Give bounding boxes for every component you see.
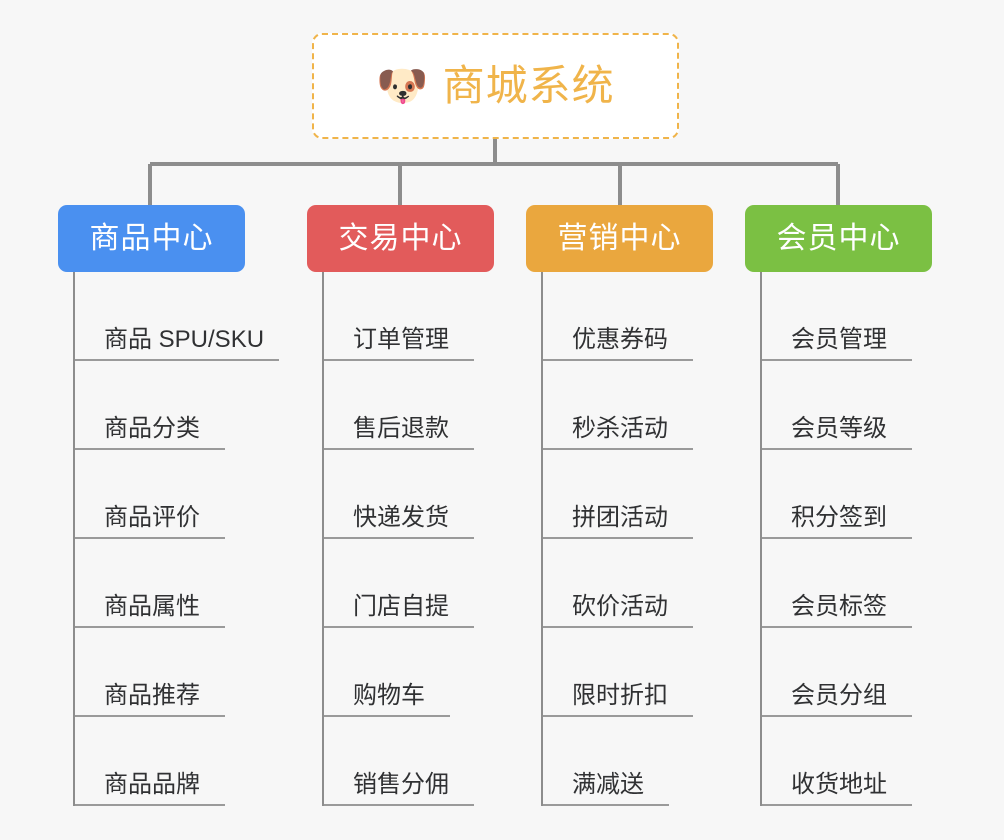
leaf-item[interactable]: 商品属性: [75, 539, 264, 628]
leaf-label: 收货地址: [791, 770, 887, 798]
leaf-item[interactable]: 会员分组: [762, 628, 932, 717]
leaf-item[interactable]: 会员等级: [762, 361, 932, 450]
leaf-underline: [762, 359, 912, 361]
leaf-item[interactable]: 销售分佣: [324, 717, 494, 806]
leaf-item[interactable]: 秒杀活动: [543, 361, 713, 450]
leaf-item[interactable]: 商品品牌: [75, 717, 264, 806]
leaf-underline: [324, 359, 474, 361]
branch-header-label: 营销中心: [557, 221, 682, 255]
leaf-underline: [543, 359, 693, 361]
leaf-item[interactable]: 商品推荐: [75, 628, 264, 717]
branch-header-member-center[interactable]: 会员中心: [745, 205, 932, 272]
branch-trade-center: 交易中心 订单管理 售后退款 快递发货 门店自提 购物车: [307, 205, 494, 806]
leaf-list-marketing-center: 优惠券码 秒杀活动 拼团活动 砍价活动 限时折扣 满减送: [541, 272, 713, 806]
branch-header-label: 交易中心: [338, 221, 463, 255]
branch-member-center: 会员中心 会员管理 会员等级 积分签到 会员标签 会员分组: [745, 205, 932, 806]
leaf-label: 限时折扣: [572, 681, 668, 709]
leaf-label: 砍价活动: [572, 592, 668, 620]
leaf-label: 订单管理: [353, 325, 449, 353]
leaf-item[interactable]: 会员管理: [762, 272, 932, 361]
leaf-label: 会员管理: [791, 325, 887, 353]
leaf-item[interactable]: 商品分类: [75, 361, 264, 450]
leaf-label: 会员标签: [791, 592, 887, 620]
leaf-label: 商品分类: [104, 414, 200, 442]
leaf-label: 秒杀活动: [572, 414, 668, 442]
shiba-dog-face-icon: 🐶: [376, 62, 429, 109]
leaf-item[interactable]: 拼团活动: [543, 450, 713, 539]
leaf-label: 商品推荐: [104, 681, 200, 709]
leaf-item[interactable]: 快递发货: [324, 450, 494, 539]
leaf-underline: [762, 715, 912, 717]
leaf-item[interactable]: 购物车: [324, 628, 494, 717]
leaf-item[interactable]: 优惠券码: [543, 272, 713, 361]
leaf-label: 商品属性: [104, 592, 200, 620]
branch-header-marketing-center[interactable]: 营销中心: [526, 205, 713, 272]
root-node-shop-system[interactable]: 🐶 商城系统: [312, 33, 679, 139]
leaf-item[interactable]: 售后退款: [324, 361, 494, 450]
leaf-label: 拼团活动: [572, 503, 668, 531]
leaf-item[interactable]: 门店自提: [324, 539, 494, 628]
leaf-item[interactable]: 积分签到: [762, 450, 932, 539]
leaf-underline: [324, 715, 450, 717]
leaf-item[interactable]: 满减送: [543, 717, 713, 806]
branch-header-trade-center[interactable]: 交易中心: [307, 205, 494, 272]
leaf-label: 销售分佣: [353, 770, 449, 798]
leaf-underline: [324, 448, 474, 450]
leaf-label: 积分签到: [791, 503, 887, 531]
leaf-label: 会员分组: [791, 681, 887, 709]
root-node-label: 商城系统: [442, 62, 615, 109]
leaf-label: 商品评价: [104, 503, 200, 531]
leaf-underline: [543, 715, 693, 717]
leaf-underline: [543, 626, 693, 628]
leaf-underline: [75, 537, 225, 539]
leaf-underline: [543, 448, 693, 450]
leaf-underline: [762, 448, 912, 450]
branch-marketing-center: 营销中心 优惠券码 秒杀活动 拼团活动 砍价活动 限时折扣: [526, 205, 713, 806]
leaf-list-member-center: 会员管理 会员等级 积分签到 会员标签 会员分组 收货地址: [760, 272, 932, 806]
leaf-underline: [324, 626, 474, 628]
leaf-underline: [543, 537, 693, 539]
leaf-underline: [762, 626, 912, 628]
leaf-item[interactable]: 商品 SPU/SKU: [75, 272, 279, 361]
branch-product-center: 商品中心 商品 SPU/SKU 商品分类 商品评价 商品属性 商品推荐: [58, 205, 279, 806]
leaf-underline: [75, 626, 225, 628]
leaf-item[interactable]: 收货地址: [762, 717, 932, 806]
leaf-list-product-center: 商品 SPU/SKU 商品分类 商品评价 商品属性 商品推荐 商品品牌: [73, 272, 279, 806]
branch-header-product-center[interactable]: 商品中心: [58, 205, 245, 272]
leaf-underline: [762, 537, 912, 539]
leaf-label: 购物车: [353, 681, 425, 709]
leaf-label: 满减送: [572, 770, 644, 798]
leaf-underline: [324, 804, 474, 806]
leaf-underline: [75, 804, 225, 806]
leaf-label: 售后退款: [353, 414, 449, 442]
leaf-item[interactable]: 限时折扣: [543, 628, 713, 717]
leaf-underline: [543, 804, 669, 806]
leaf-label: 商品 SPU/SKU: [104, 325, 265, 353]
leaf-item[interactable]: 订单管理: [324, 272, 494, 361]
leaf-underline: [75, 359, 279, 361]
leaf-underline: [324, 537, 474, 539]
leaf-item[interactable]: 砍价活动: [543, 539, 713, 628]
leaf-item[interactable]: 会员标签: [762, 539, 932, 628]
leaf-underline: [75, 448, 225, 450]
leaf-label: 门店自提: [353, 592, 449, 620]
branch-header-label: 会员中心: [776, 221, 901, 255]
leaf-label: 快递发货: [353, 503, 449, 531]
leaf-label: 优惠券码: [572, 325, 668, 353]
leaf-label: 商品品牌: [104, 770, 200, 798]
leaf-underline: [762, 804, 912, 806]
leaf-item[interactable]: 商品评价: [75, 450, 264, 539]
leaf-underline: [75, 715, 225, 717]
leaf-list-trade-center: 订单管理 售后退款 快递发货 门店自提 购物车 销售分佣: [322, 272, 494, 806]
branch-header-label: 商品中心: [89, 221, 214, 255]
leaf-label: 会员等级: [791, 414, 887, 442]
